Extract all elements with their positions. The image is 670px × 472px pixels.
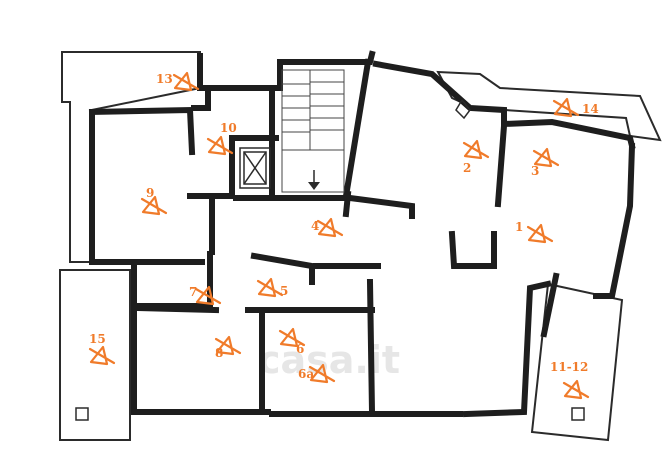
room-label-11-12: 11-12 [550, 360, 588, 374]
room-label-4: 4 [311, 219, 319, 233]
terrace-west [59, 269, 131, 441]
room-label-6a: 6a [298, 367, 314, 381]
marker-icon-7 [194, 285, 222, 306]
room-label-3: 3 [531, 164, 539, 178]
marker-icon-9 [140, 195, 168, 216]
terrace-drain-east [571, 407, 585, 421]
room-label-15: 15 [89, 332, 106, 346]
room-label-7: 7 [189, 285, 197, 299]
marker-icon-13 [172, 71, 200, 92]
watermark-text: casa.it [258, 338, 400, 382]
room-label-9: 9 [146, 186, 154, 200]
marker-icon-15 [88, 345, 116, 366]
interior-walls [127, 58, 560, 416]
room-label-14: 14 [582, 102, 599, 116]
room-markers [88, 71, 590, 400]
room-label-1: 1 [515, 220, 523, 234]
room-label-2: 2 [463, 161, 471, 175]
marker-icon-10 [206, 135, 234, 156]
marker-icon-11-12 [562, 379, 590, 400]
marker-icon-1 [526, 223, 554, 244]
marker-icon-6 [278, 327, 306, 348]
marker-icon-3 [532, 147, 560, 168]
room-label-10: 10 [220, 121, 237, 135]
room-label-6: 6 [296, 342, 304, 356]
room-label-8: 8 [215, 346, 223, 360]
marker-icon-6a [308, 363, 336, 384]
stairwell [281, 69, 345, 193]
room-label-5: 5 [280, 284, 288, 298]
room-label-13: 13 [156, 72, 173, 86]
lift-shaft [239, 147, 271, 189]
marker-icon-14 [552, 97, 580, 118]
terrace-outlines [59, 51, 662, 442]
marker-icon-2 [462, 139, 490, 160]
marker-icon-8 [214, 335, 242, 356]
room-labels: 1 2 3 4 5 6 6a 7 8 9 10 11-12 13 14 15 [89, 72, 599, 381]
terrace-drain-west [75, 407, 89, 421]
entrance-arrow-icon [308, 182, 320, 190]
marker-icon-4 [316, 217, 344, 238]
marker-icon-5 [256, 277, 284, 298]
